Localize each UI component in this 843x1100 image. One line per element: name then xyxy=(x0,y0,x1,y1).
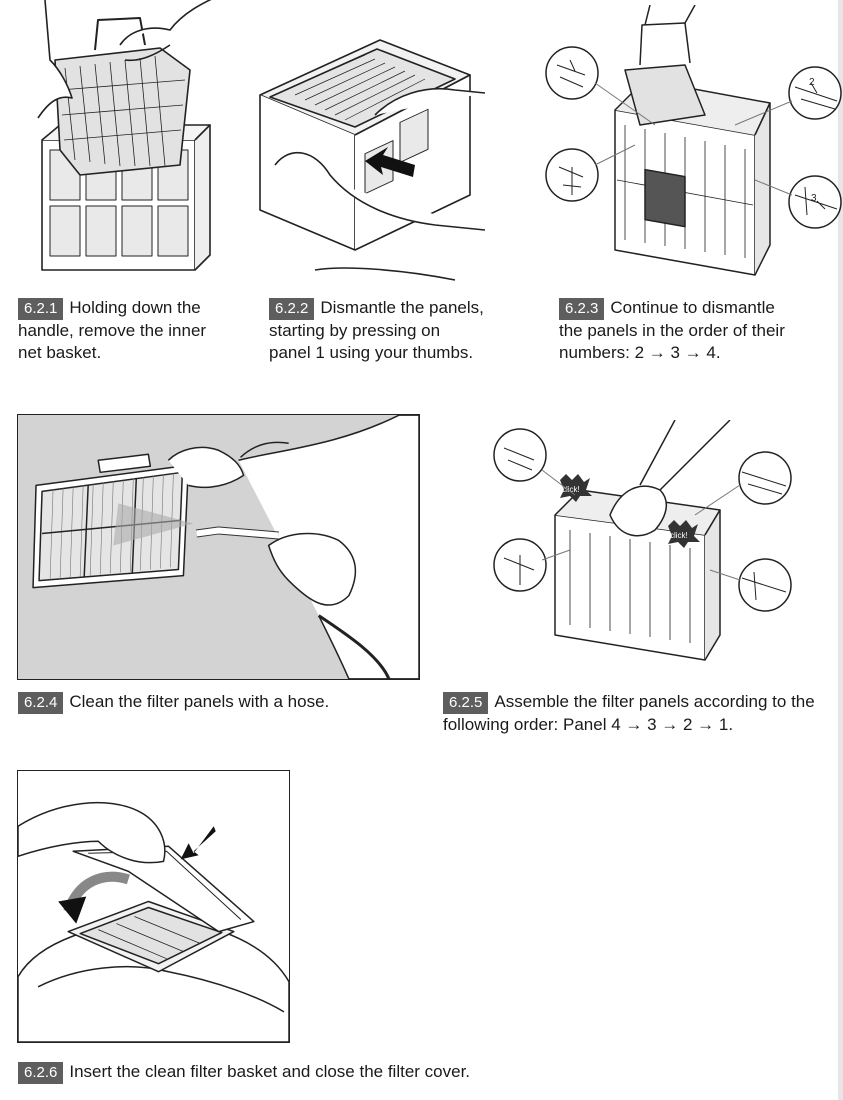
step-number-badge: 6.2.4 xyxy=(18,692,64,714)
step-text-line: handle, remove the inner xyxy=(18,321,207,340)
figure-close-filter-cover xyxy=(17,770,290,1043)
step-text-line: following order: Panel 4 → 3 → 2 → 1. xyxy=(443,715,734,734)
step-6-2-4: 6.2.4 Clean the filter panels with a hose… xyxy=(18,691,438,714)
figure-remove-net-basket xyxy=(20,0,220,285)
step-6-2-6: 6.2.6 Insert the clean filter basket and … xyxy=(18,1061,578,1084)
click-callout: click! xyxy=(670,531,688,540)
step-text-line: Insert the clean filter basket and close… xyxy=(69,1062,471,1081)
step-text-line: Clean the filter panels with a hose. xyxy=(69,692,330,711)
step-text-line: Holding down the xyxy=(69,298,201,317)
step-text-line: numbers: 2 → 3 → 4. xyxy=(559,343,721,362)
step-number-badge: 6.2.2 xyxy=(269,298,315,320)
step-number-badge: 6.2.5 xyxy=(443,692,489,714)
step-text-line: starting by pressing on xyxy=(269,321,441,340)
step-text-line: panel 1 using your thumbs. xyxy=(269,343,474,362)
figure-dismantle-order: 2 3 xyxy=(545,5,843,285)
page-edge xyxy=(838,0,843,1100)
step-text-line: net basket. xyxy=(18,343,102,362)
step-number-badge: 6.2.3 xyxy=(559,298,605,320)
step-text-line: Assemble the filter panels according to … xyxy=(494,692,815,711)
step-6-2-2: 6.2.2 Dismantle the panels, starting by p… xyxy=(269,297,509,364)
step-6-2-3: 6.2.3 Continue to dismantle the panels in… xyxy=(559,297,839,364)
step-text-line: the panels in the order of their xyxy=(559,321,785,340)
step-6-2-5: 6.2.5 Assemble the filter panels accordin… xyxy=(443,691,843,736)
step-number-badge: 6.2.6 xyxy=(18,1062,64,1084)
step-text-line: Continue to dismantle xyxy=(610,298,775,317)
svg-text:3: 3 xyxy=(811,193,817,204)
figure-dismantle-panels xyxy=(255,35,485,285)
figure-clean-with-hose xyxy=(17,414,420,680)
step-number-badge: 6.2.1 xyxy=(18,298,64,320)
click-callout: click! xyxy=(562,485,580,494)
step-text-line: Dismantle the panels, xyxy=(320,298,484,317)
figure-assemble-panels: click! click! xyxy=(490,420,800,670)
step-6-2-1: 6.2.1 Holding down the handle, remove the… xyxy=(18,297,248,364)
svg-text:2: 2 xyxy=(809,77,815,88)
